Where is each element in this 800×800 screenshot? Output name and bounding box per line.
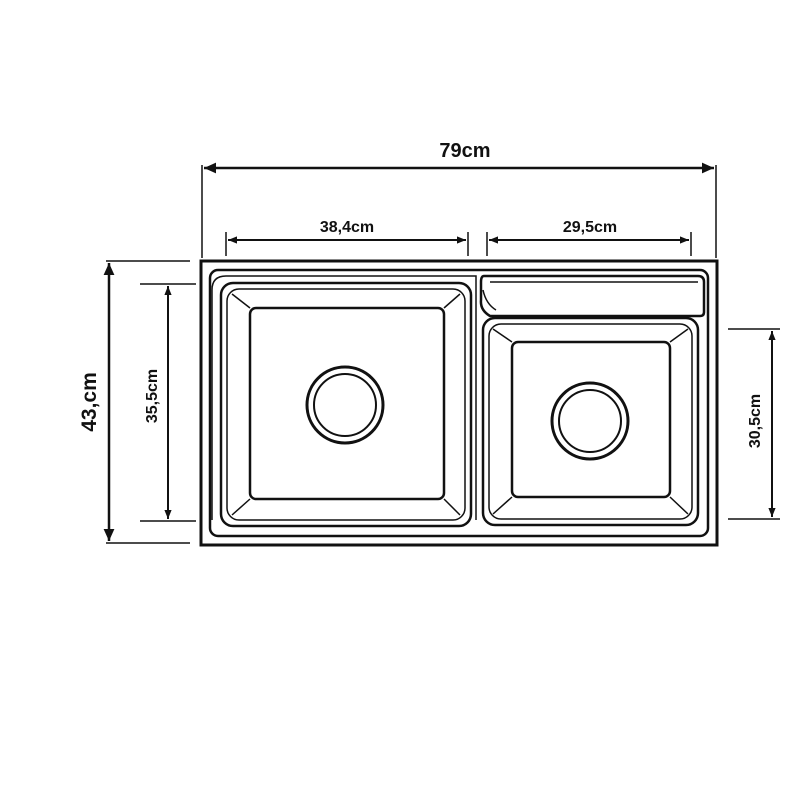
left-bowl-width-label: 38,4cm [320,219,374,236]
left-bowl-depth-dimension: 35,5cm [140,283,196,522]
left-drain-icon [305,365,385,445]
right-drain-icon [550,381,630,461]
left-bowl-width-dimension: 38,4cm [225,219,469,256]
sink-rim [208,268,710,538]
sink-outline [199,259,719,547]
right-bowl-depth-dimension: 30,5cm [728,328,780,520]
right-bowl-depth-label: 30,5cm [747,394,764,448]
overall-depth-label: 43,cm [78,372,101,432]
overall-width-label: 79cm [439,140,490,162]
overall-width-dimension: 79cm [201,140,717,258]
right-bowl-width-dimension: 29,5cm [486,219,692,256]
right-bowl-width-label: 29,5cm [563,219,617,236]
right-shelf [479,274,706,318]
sink-outer-frame [199,259,719,547]
right-bowl [481,316,700,527]
left-bowl [219,281,473,528]
sink-rim-inner-line [211,275,477,520]
overall-depth-dimension: 43,cm [78,260,190,544]
left-bowl-depth-label: 35,5cm [144,369,161,423]
